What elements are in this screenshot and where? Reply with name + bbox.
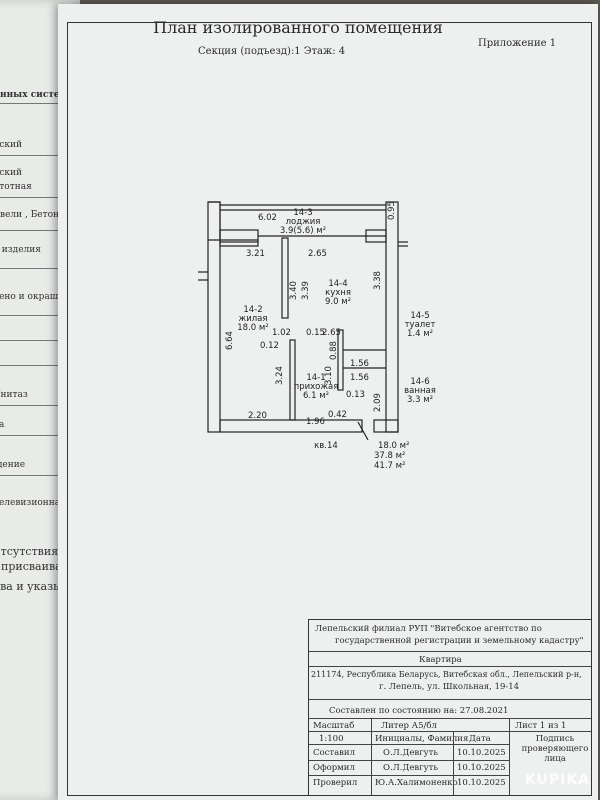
- dimension: 1.96: [306, 417, 325, 427]
- left-text: з изделия: [0, 245, 41, 255]
- person-name: О.Л.Девгуть: [383, 748, 438, 758]
- left-text: еский: [0, 140, 22, 150]
- sign-date: 10.10.2025: [457, 778, 506, 788]
- person-name: Ю.А.Халимоненко: [375, 778, 458, 788]
- wall-partition: [281, 237, 289, 319]
- org-name-2: государственной регистрации и земельному…: [335, 636, 584, 646]
- wall-outline: [208, 201, 259, 247]
- col-initials: Инициалы, Фамилия: [375, 734, 469, 744]
- dimension: 1.56: [350, 373, 369, 383]
- liter: Литер А5/бл: [381, 721, 437, 731]
- left-text: вено и окрашено: [0, 292, 75, 302]
- page-title: План изолированного помещения: [153, 18, 443, 37]
- left-text: ивели , Бетон: [0, 210, 60, 220]
- col-date: Дата: [469, 734, 491, 744]
- sign-date: 10.10.2025: [457, 763, 506, 773]
- role-label: Проверил: [313, 778, 358, 788]
- left-text: телевизионная: [0, 498, 66, 508]
- dimension: 0.12: [260, 341, 279, 351]
- room-area: 3.9(5.6) м²: [280, 226, 326, 236]
- room-area: 9.0 м²: [325, 297, 351, 307]
- room-area: 6.1 м²: [303, 391, 329, 401]
- address-line: г. Лепель, ул. Школьная, 19-14: [379, 682, 520, 692]
- wall-hall: [289, 339, 296, 421]
- room-id: 14-6: [410, 377, 429, 387]
- dimension: 1.02: [272, 328, 291, 338]
- address-line: 211174, Республика Беларусь, Витебская о…: [311, 670, 582, 679]
- left-text: етотная: [0, 182, 32, 192]
- left-text: щение: [0, 460, 26, 470]
- section-floor: Секция (подъезд):1 Этаж: 4: [198, 46, 346, 57]
- room-id: 14-3: [293, 208, 312, 218]
- total-area: 41.7 м²: [374, 461, 405, 470]
- dimension: 3.21: [246, 249, 265, 259]
- sheet-count: Лист 1 из 1: [515, 721, 567, 731]
- left-text: та: [0, 420, 5, 430]
- composed-date: Составлен по состоянию на: 27.08.2021: [329, 706, 509, 716]
- room-area: 3.3 м²: [407, 395, 433, 405]
- room-name: жилая: [239, 314, 268, 324]
- dimension: 2.65: [322, 328, 341, 338]
- sign-date: 10.10.2025: [457, 748, 506, 758]
- dimension: 2.20: [248, 411, 267, 421]
- dimension: 3.40: [289, 281, 299, 300]
- left-text: , присваивает: [0, 560, 75, 573]
- person-name: О.Л.Девгуть: [383, 763, 438, 773]
- role-label: Составил: [313, 748, 356, 758]
- document-sheet: План изолированного помещения Секция (по…: [58, 4, 598, 800]
- dimension: 6.64: [225, 331, 235, 350]
- room-name: ванная: [404, 386, 436, 396]
- wall-left: [207, 201, 221, 433]
- dimension: 2.65: [308, 249, 327, 259]
- dimension: 2.09: [373, 393, 383, 412]
- room-name: туалет: [405, 320, 436, 330]
- left-text: Унитаз: [0, 390, 28, 400]
- wall-bottom-right: [373, 419, 399, 433]
- org-name: Лепельский филиал РУП "Витебское агентст…: [315, 624, 542, 634]
- object-type: Квартира: [419, 655, 462, 665]
- room-name: прихожая: [294, 382, 339, 392]
- dimension: 0.13: [346, 390, 365, 400]
- dimension: 3.24: [275, 366, 285, 385]
- left-text: еский: [0, 168, 22, 178]
- role-label: Оформил: [313, 763, 355, 773]
- dimension: 1.56: [350, 359, 369, 369]
- door-line: [357, 421, 369, 441]
- left-text: онных систем: [0, 90, 68, 100]
- dimension: 0.42: [328, 410, 347, 420]
- watermark-logo: KUPIKA: [524, 772, 590, 788]
- wall-bottom: [219, 419, 363, 433]
- scale-value: 1:100: [319, 734, 344, 744]
- title-block: Лепельский филиал РУП "Витебское агентст…: [308, 619, 592, 796]
- total-area: 37.8 м²: [374, 451, 405, 461]
- total-area: 18.0 м²: [378, 441, 409, 451]
- left-text: тва и указыв: [0, 580, 69, 593]
- room-id: 14-1: [306, 373, 325, 383]
- apartment-number: кв.14: [314, 441, 338, 451]
- scale-label: Масштаб: [313, 721, 355, 731]
- room-id: 14-2: [243, 305, 262, 315]
- room-area: 18.0 м²: [237, 323, 268, 333]
- dimension: 0.88: [329, 341, 339, 360]
- dimension: 3.39: [301, 281, 311, 300]
- left-text: отсутствия на: [0, 545, 76, 558]
- dimension: 0.15: [306, 328, 325, 338]
- dimension: 6.02: [258, 213, 277, 223]
- room-name: кухня: [325, 288, 351, 298]
- dimension: 3.38: [373, 271, 383, 290]
- floor-plan: 14-3 лоджия 3.9(5.6) м² 14-4 кухня 9.0 м…: [198, 201, 436, 470]
- dimension: 0.95: [387, 201, 397, 220]
- room-id: 14-5: [410, 311, 429, 321]
- appendix-label: Приложение 1: [478, 38, 557, 49]
- col-signature: Подпись проверяющего лица: [521, 734, 589, 764]
- room-name: лоджия: [286, 217, 321, 227]
- wall-wc: [337, 329, 344, 391]
- room-id: 14-4: [328, 279, 347, 289]
- room-area: 1.4 м²: [407, 329, 433, 339]
- wall-right: [385, 201, 399, 433]
- dimension: 3.10: [324, 366, 334, 385]
